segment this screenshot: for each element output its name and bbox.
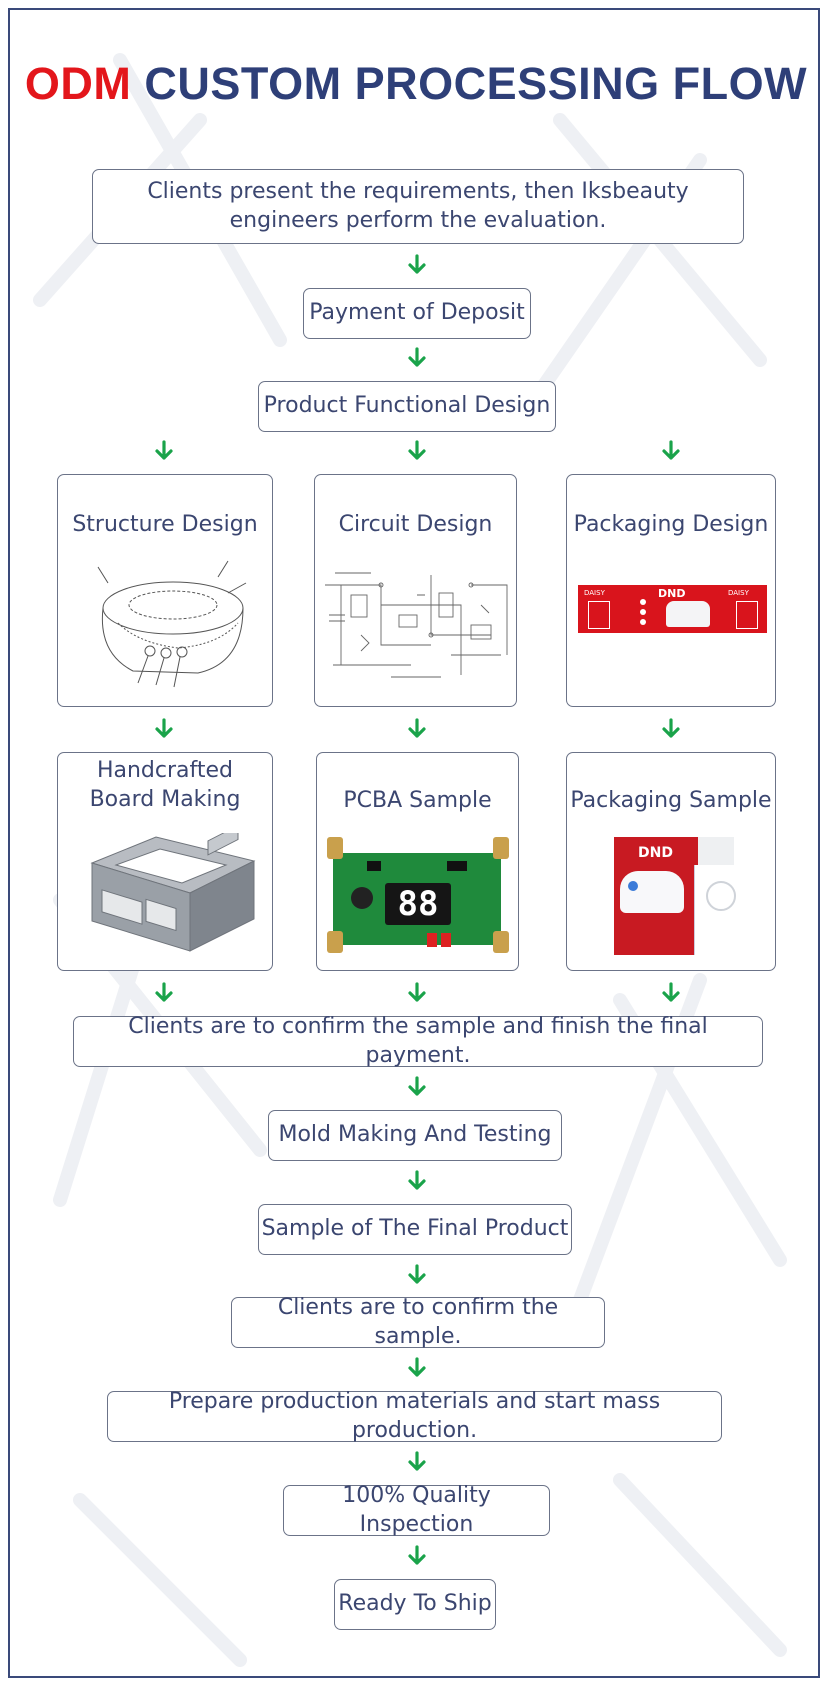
circuit-schematic-image bbox=[321, 565, 511, 685]
step-mold-making: Mold Making And Testing bbox=[268, 1110, 562, 1161]
arrow-down-icon bbox=[408, 1264, 426, 1286]
arrow-down-icon bbox=[662, 982, 680, 1004]
pcba-board-image: 88 bbox=[327, 831, 509, 961]
step-mass-production-label: Prepare production materials and start m… bbox=[108, 1388, 721, 1445]
step-deposit: Payment of Deposit bbox=[303, 288, 531, 339]
packaging-box-image: DND bbox=[614, 837, 734, 955]
step-functional-design: Product Functional Design bbox=[258, 381, 556, 432]
arrow-down-icon bbox=[408, 1357, 426, 1379]
packaging-design-image: DAISY DND DAISY bbox=[578, 585, 767, 633]
arrow-down-icon bbox=[408, 982, 426, 1004]
arrow-down-icon bbox=[408, 718, 426, 740]
step-final-sample: Sample of The Final Product bbox=[258, 1204, 572, 1255]
step-requirements-label: Clients present the requirements, then I… bbox=[107, 178, 729, 235]
step-deposit-label: Payment of Deposit bbox=[309, 299, 525, 328]
card-structure-design: Structure Design bbox=[57, 474, 273, 707]
step-quality-inspection: 100% Quality Inspection bbox=[283, 1485, 550, 1536]
card-pcba-sample-label: PCBA Sample bbox=[317, 787, 518, 816]
arrow-down-icon bbox=[408, 347, 426, 369]
step-mass-production: Prepare production materials and start m… bbox=[107, 1391, 722, 1442]
arrow-down-icon bbox=[408, 1076, 426, 1098]
arrow-down-icon bbox=[155, 440, 173, 462]
structure-drawing-image bbox=[78, 553, 254, 693]
card-structure-design-label: Structure Design bbox=[58, 511, 272, 540]
step-final-sample-label: Sample of The Final Product bbox=[262, 1215, 569, 1244]
page-title: ODM CUSTOM PROCESSING FLOW bbox=[0, 58, 832, 110]
card-handcrafted-board-label: Handcrafted Board Making bbox=[58, 757, 272, 814]
title-odm: ODM bbox=[25, 58, 132, 109]
step-ready-to-ship: Ready To Ship bbox=[334, 1579, 496, 1630]
card-pcba-sample: PCBA Sample 88 bbox=[316, 752, 519, 971]
card-packaging-design: Packaging Design DAISY DND DAISY bbox=[566, 474, 776, 707]
card-packaging-sample-label: Packaging Sample bbox=[567, 787, 775, 816]
arrow-down-icon bbox=[662, 718, 680, 740]
step-confirm-final-payment: Clients are to confirm the sample and fi… bbox=[73, 1016, 763, 1067]
arrow-down-icon bbox=[155, 718, 173, 740]
metal-frame-image bbox=[86, 833, 256, 958]
packaging-side-text: DAISY bbox=[584, 589, 605, 597]
arrow-down-icon bbox=[155, 982, 173, 1004]
card-circuit-design: Circuit Design bbox=[314, 474, 517, 707]
step-confirm-sample-label: Clients are to confirm the sample. bbox=[232, 1294, 604, 1351]
card-packaging-sample: Packaging Sample DND bbox=[566, 752, 776, 971]
arrow-down-icon bbox=[408, 1451, 426, 1473]
card-handcrafted-board: Handcrafted Board Making bbox=[57, 752, 273, 971]
pcba-display-digits: 88 bbox=[385, 883, 451, 925]
arrow-down-icon bbox=[408, 254, 426, 276]
title-rest: CUSTOM PROCESSING FLOW bbox=[144, 58, 807, 109]
arrow-down-icon bbox=[662, 440, 680, 462]
step-mold-making-label: Mold Making And Testing bbox=[278, 1121, 551, 1150]
step-requirements: Clients present the requirements, then I… bbox=[92, 169, 744, 244]
arrow-down-icon bbox=[408, 1545, 426, 1567]
step-ready-to-ship-label: Ready To Ship bbox=[338, 1590, 491, 1619]
packaging-brand-text: DND bbox=[658, 587, 685, 600]
step-confirm-final-payment-label: Clients are to confirm the sample and fi… bbox=[74, 1013, 762, 1070]
arrow-down-icon bbox=[408, 1170, 426, 1192]
card-packaging-design-label: Packaging Design bbox=[567, 511, 775, 540]
card-circuit-design-label: Circuit Design bbox=[315, 511, 516, 540]
packaging-side-text: DAISY bbox=[728, 589, 749, 597]
packaging-box-brand: DND bbox=[638, 845, 673, 861]
step-quality-inspection-label: 100% Quality Inspection bbox=[284, 1482, 549, 1539]
step-confirm-sample: Clients are to confirm the sample. bbox=[231, 1297, 605, 1348]
step-functional-design-label: Product Functional Design bbox=[264, 392, 551, 421]
arrow-down-icon bbox=[408, 440, 426, 462]
